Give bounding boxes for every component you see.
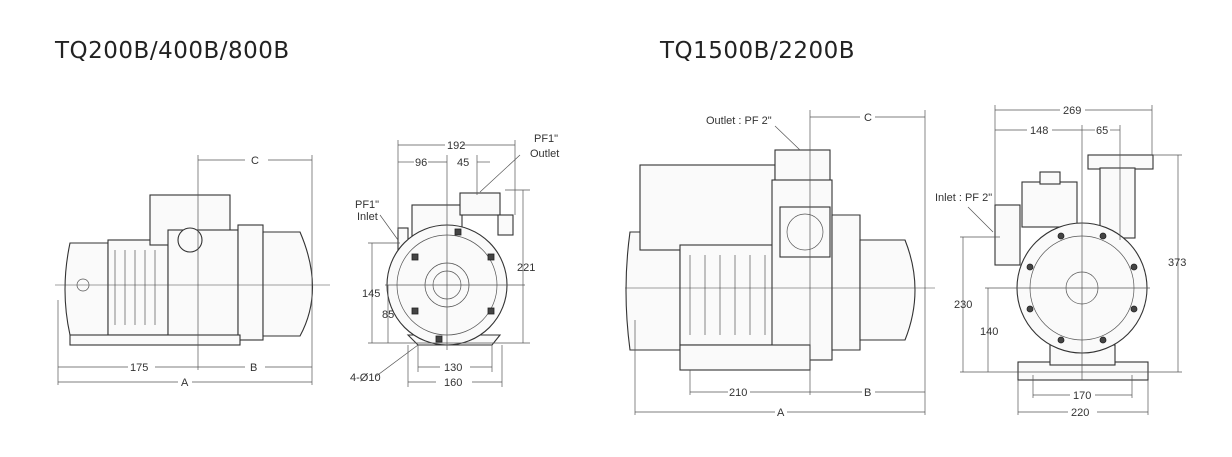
- inlet-size-label: PF1": [355, 199, 379, 211]
- dim-175: 175: [130, 362, 148, 374]
- dim-160: 160: [444, 377, 462, 389]
- dim-145: 145: [362, 288, 380, 300]
- dim-210: 210: [729, 387, 747, 399]
- small-pump-front-view: [386, 192, 514, 346]
- mounting-holes-label: 4-Ø10: [350, 372, 381, 384]
- small-pump-side-view: [64, 194, 313, 346]
- dim-130: 130: [444, 362, 462, 374]
- dim-65: 65: [1096, 125, 1108, 137]
- dim-220: 220: [1071, 407, 1089, 419]
- large-pump-side-view: [625, 149, 916, 371]
- dim-c-small: C: [251, 155, 259, 167]
- dim-a-small: A: [181, 377, 189, 389]
- dim-192: 192: [447, 140, 465, 152]
- large-pump-front-view: [994, 154, 1154, 381]
- dim-148: 148: [1030, 125, 1048, 137]
- dim-96: 96: [415, 157, 427, 169]
- model-title-large: TQ1500B/2200B: [660, 38, 856, 64]
- dim-a-large: A: [777, 407, 785, 419]
- dim-c-large: C: [864, 112, 872, 124]
- inlet-label: Inlet: [357, 211, 378, 223]
- dim-b-small: B: [250, 362, 257, 374]
- dim-269: 269: [1063, 105, 1081, 117]
- dim-373: 373: [1168, 257, 1186, 269]
- model-title-small: TQ200B/400B/800B: [55, 38, 290, 64]
- outlet-size-label: PF1": [534, 133, 558, 145]
- dim-230: 230: [954, 299, 972, 311]
- outlet-label: Outlet: [530, 148, 559, 160]
- inlet-label-large: Inlet : PF 2": [935, 192, 992, 204]
- outlet-label-large: Outlet : PF 2": [706, 115, 772, 127]
- dim-221: 221: [517, 262, 535, 274]
- dim-85: 85: [382, 309, 394, 321]
- dim-45: 45: [457, 157, 469, 169]
- dim-b-large: B: [864, 387, 871, 399]
- dim-140: 140: [980, 326, 998, 338]
- dim-170: 170: [1073, 390, 1091, 402]
